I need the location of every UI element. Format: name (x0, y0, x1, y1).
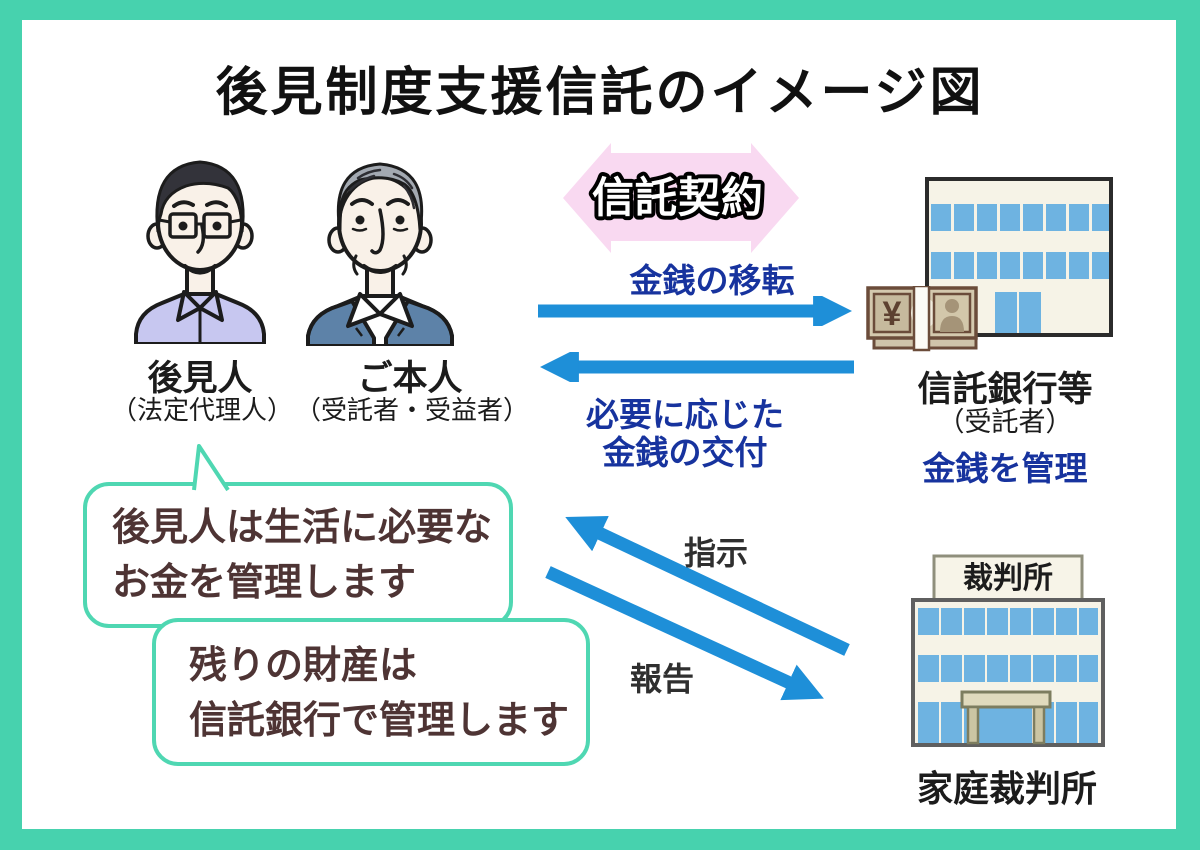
trust-contract-label: 信託契約 (592, 174, 764, 221)
money-delivery-arrow (539, 352, 854, 382)
court-label: 家庭裁判所 (916, 768, 1098, 809)
money-transfer-arrow (538, 296, 853, 326)
report-arrow (545, 566, 824, 701)
bank-role-label: 金銭を管理 (922, 450, 1088, 487)
money-transfer-label: 金銭の移転 (629, 262, 795, 299)
speech-bubble-guardian: 後見人は生活に必要な お金を管理します (83, 482, 513, 628)
trust-contract-double-arrow: 信託契約 (563, 143, 799, 253)
instruction-label: 指示 (683, 535, 749, 571)
speech-bubble-2-line2: 信託銀行で管理します (189, 700, 570, 742)
page-title: 後見制度支援信託のイメージ図 (215, 64, 985, 122)
speech-bubble-1-line2: お金を管理します (112, 562, 417, 604)
principal-person-icon (306, 162, 454, 346)
speech-bubble-tail (192, 444, 230, 492)
yen-symbol: ¥ (883, 295, 902, 333)
speech-bubble-1-line1: 後見人は生活に必要な (112, 507, 493, 549)
principal-sublabel: （受託者・受益者） (294, 395, 530, 425)
bank-label: 信託銀行等 (917, 370, 1093, 409)
yen-banknote-icon: ¥ (866, 286, 978, 352)
money-delivery-label-line1: 必要に応じた (586, 396, 784, 433)
guardian-sublabel: （法定代理人） (110, 395, 294, 425)
guardian-person-icon (134, 160, 266, 344)
money-delivery-label-line2: 金銭の交付 (602, 434, 768, 471)
report-label: 報告 (629, 661, 695, 697)
trust-bank-building-icon (925, 177, 1113, 337)
instruction-arrow (565, 516, 850, 656)
guardian-label: 後見人 (147, 359, 253, 398)
court-sign: 裁判所 (963, 562, 1053, 595)
court-arrows (545, 516, 850, 701)
principal-label: ご本人 (357, 359, 463, 398)
bank-sublabel: （受託者） (937, 407, 1073, 437)
speech-bubble-trust: 残りの財産は 信託銀行で管理します (152, 618, 590, 766)
family-court-building-icon: 裁判所 (911, 554, 1105, 747)
speech-bubble-2-line1: 残りの財産は (189, 645, 418, 687)
